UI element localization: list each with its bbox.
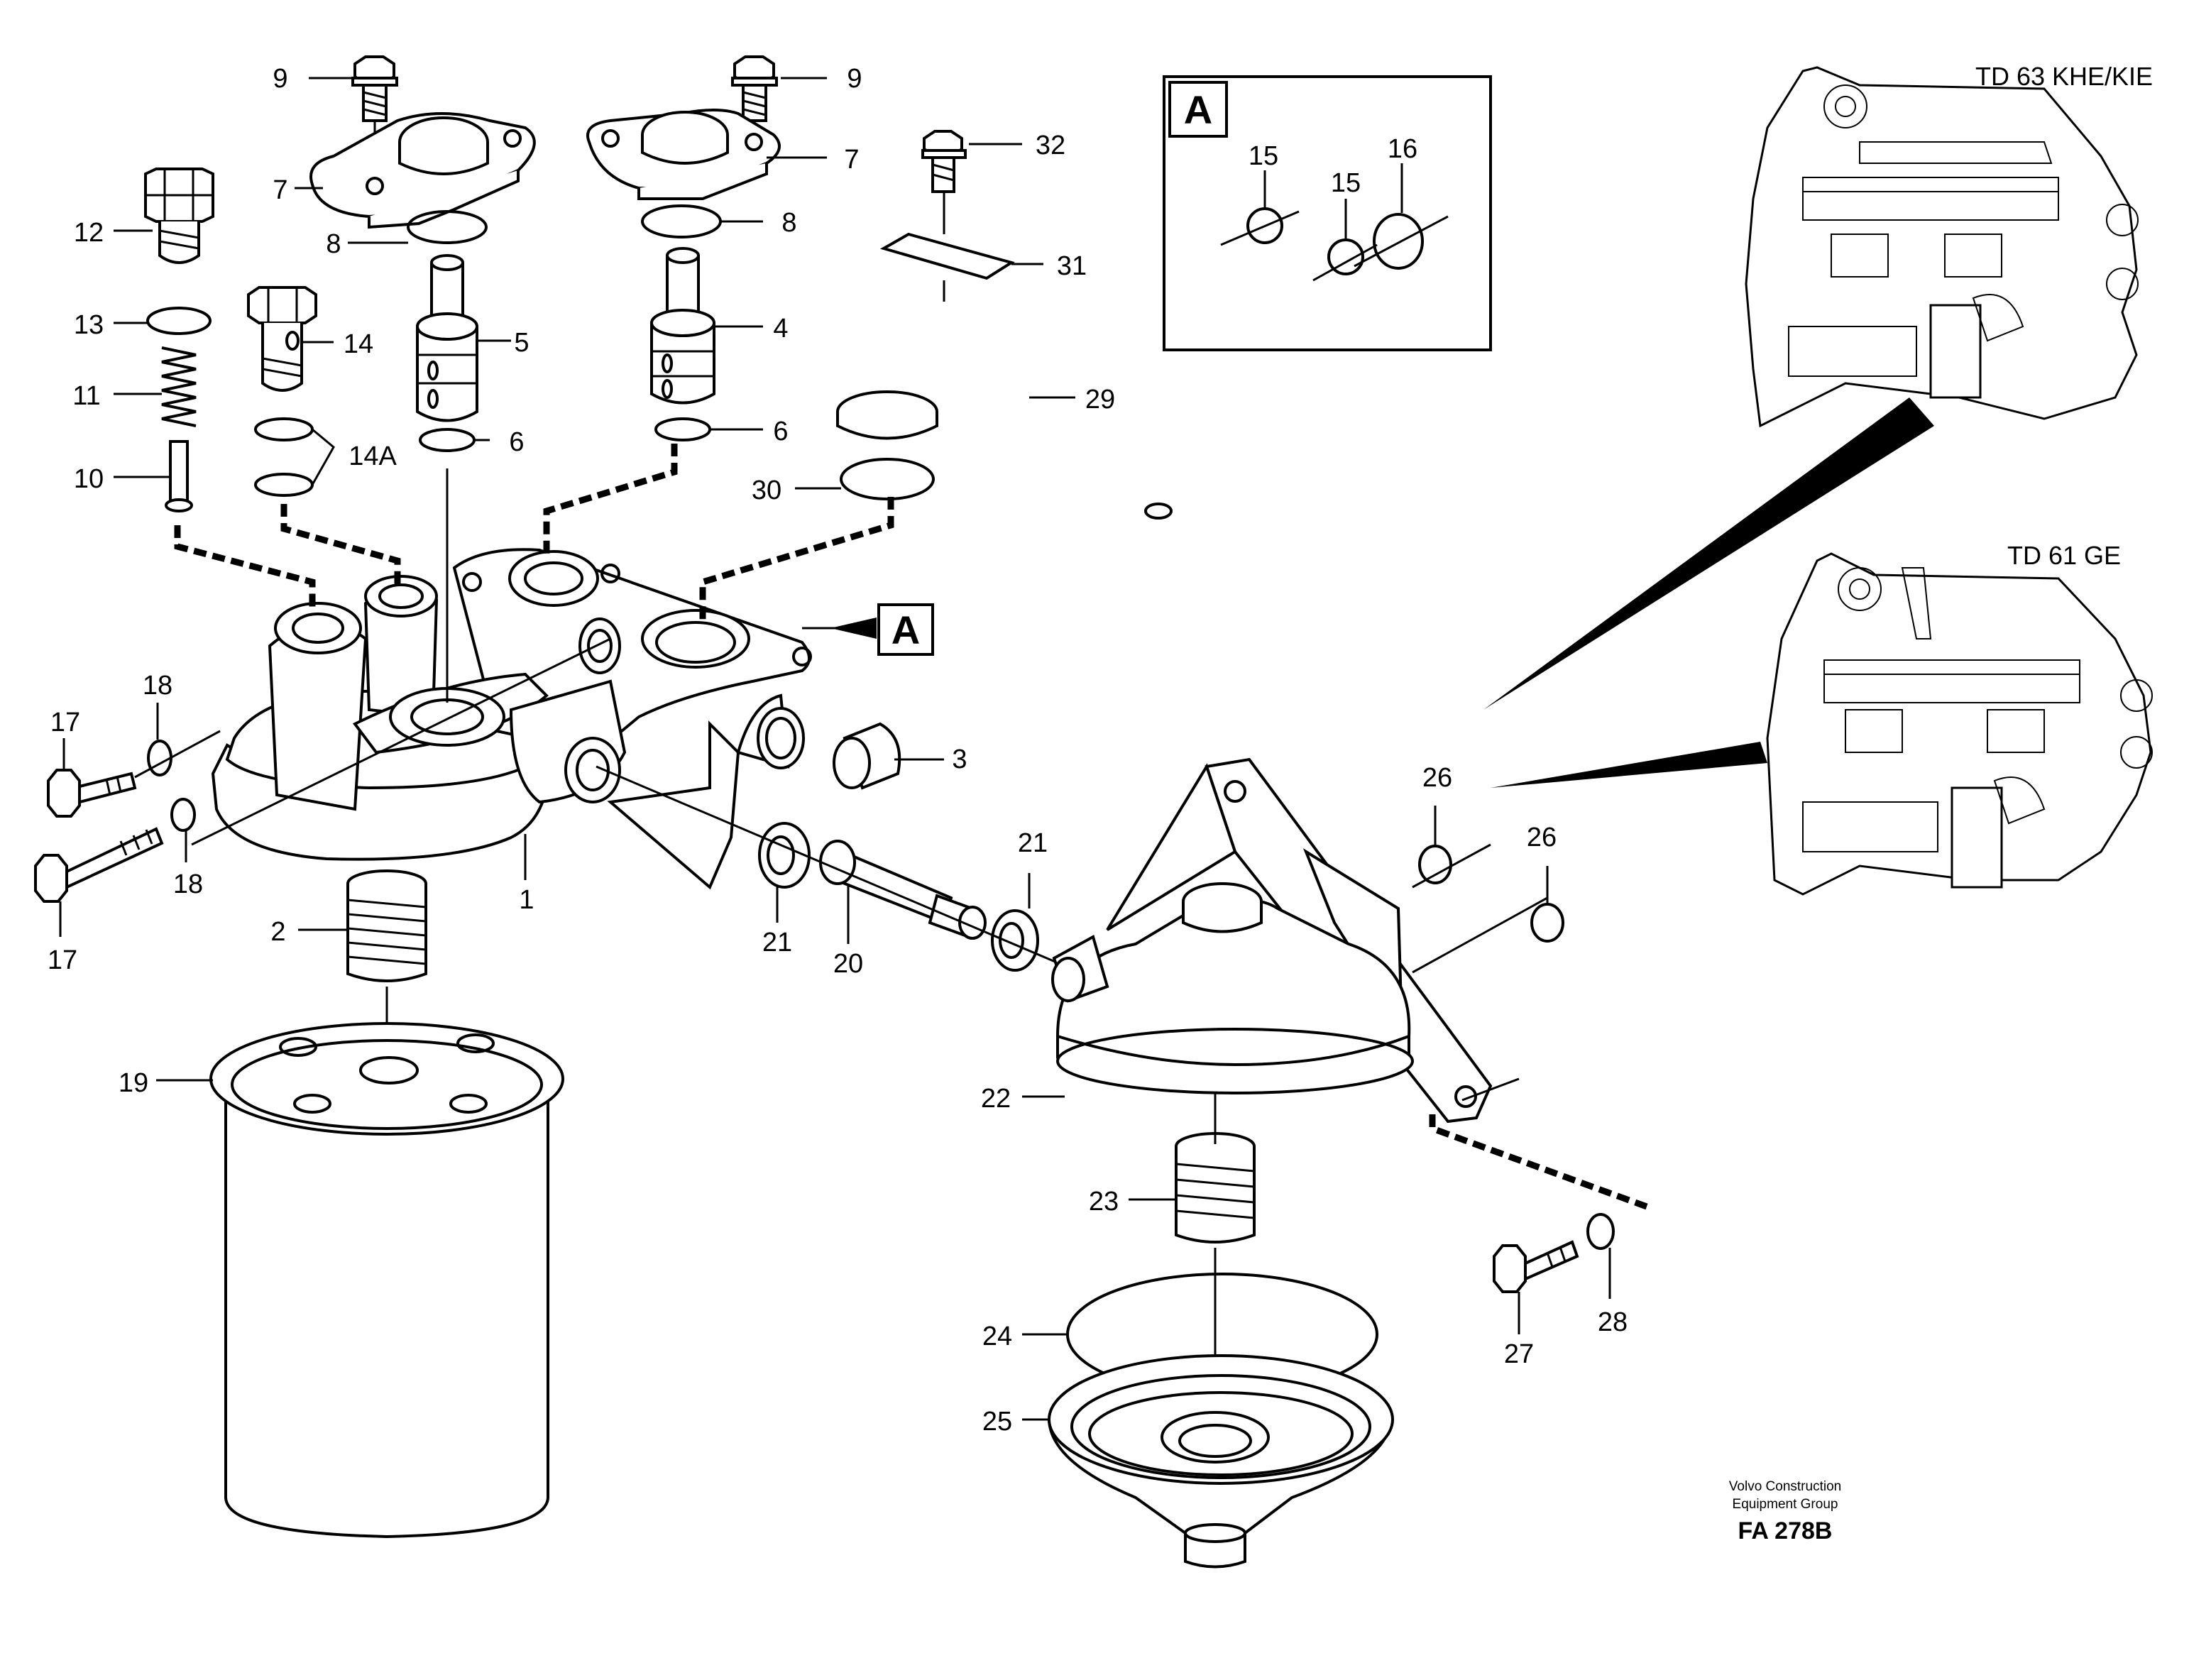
callout-5: 5	[514, 328, 529, 358]
sleeve-3	[833, 722, 901, 790]
cover-7-right	[586, 109, 781, 200]
callout-15a: 15	[1249, 141, 1278, 171]
callout-14: 14	[344, 329, 373, 359]
callout-32: 32	[1036, 131, 1065, 160]
bolt-32	[921, 130, 967, 234]
callout-9b: 9	[847, 64, 862, 94]
footer-code: FA 278B	[1738, 1517, 1833, 1544]
callout-17a: 17	[50, 708, 80, 737]
callout-26a: 26	[1422, 763, 1452, 793]
pipe-20	[819, 840, 987, 940]
callout-9a: 9	[273, 64, 287, 94]
bolt-27	[1493, 1240, 1579, 1293]
filter-head	[211, 548, 812, 890]
callout-23: 23	[1089, 1187, 1119, 1217]
detail-box-a: A	[1163, 75, 1492, 351]
callout-6a: 6	[509, 427, 524, 457]
bolt-17b	[34, 827, 164, 903]
callout-6b: 6	[773, 417, 788, 446]
callout-31: 31	[1057, 251, 1087, 281]
callout-21b: 21	[1018, 828, 1048, 858]
callout-12: 12	[74, 218, 104, 248]
callout-20: 20	[833, 949, 863, 979]
washer-18a	[147, 740, 172, 776]
pin-10	[165, 440, 193, 512]
callout-8a: 8	[326, 229, 341, 259]
engine-illustration-bottom	[1766, 552, 2153, 896]
washer-18b	[170, 798, 196, 832]
callout-13: 13	[74, 310, 104, 340]
separator-head-22	[1051, 757, 1493, 1124]
plug-12	[144, 168, 214, 264]
bolt-9-right	[731, 55, 778, 163]
callout-16: 16	[1388, 134, 1417, 164]
callout-14A: 14A	[349, 441, 397, 471]
callout-19: 19	[119, 1068, 148, 1098]
callout-7a: 7	[273, 175, 287, 205]
reference-marker-a: A	[891, 608, 920, 652]
callout-11: 11	[72, 381, 100, 411]
callout-24: 24	[982, 1322, 1012, 1351]
callout-10: 10	[74, 464, 104, 494]
callout-2: 2	[270, 917, 285, 947]
pointer-wedge-bottom	[1491, 742, 1767, 788]
filter-19	[209, 1022, 564, 1539]
callout-21a: 21	[762, 928, 792, 957]
callout-7b: 7	[844, 145, 859, 175]
footer-credit: Volvo Construction Equipment Group FA 27…	[1729, 1479, 1841, 1544]
spring-11	[161, 346, 197, 427]
callout-27: 27	[1504, 1339, 1534, 1369]
pointer-wedge-top	[1483, 397, 1934, 710]
cover-7-left	[309, 112, 536, 229]
callout-3: 3	[952, 745, 967, 774]
hose-29	[836, 307, 1173, 545]
bowl-25	[1048, 1354, 1394, 1569]
valve-4	[650, 247, 715, 405]
footer-line2: Equipment Group	[1733, 1497, 1838, 1512]
bolt-9-left	[351, 55, 398, 177]
engine-label-bottom: TD 61 GE	[2007, 541, 2121, 570]
detail-box-letter: A	[1184, 87, 1212, 132]
footer-line1: Volvo Construction	[1729, 1479, 1841, 1494]
callout-22: 22	[981, 1084, 1011, 1114]
callout-15b: 15	[1331, 168, 1361, 198]
callout-1: 1	[519, 885, 534, 915]
callout-29: 29	[1085, 385, 1115, 414]
seal-21b	[991, 909, 1039, 972]
callout-26b: 26	[1527, 823, 1557, 852]
callout-30: 30	[752, 476, 781, 505]
callout-18b: 18	[173, 869, 203, 899]
valve-5	[416, 254, 478, 422]
engine-illustration-top	[1745, 66, 2139, 428]
callout-18a: 18	[143, 671, 172, 701]
seal-21a	[758, 822, 811, 889]
bolt-17a	[47, 769, 137, 818]
callout-4: 4	[773, 314, 788, 344]
callout-28: 28	[1598, 1307, 1628, 1337]
washer-28	[1586, 1213, 1615, 1250]
callout-8b: 8	[781, 208, 796, 238]
engine-label-top: TD 63 KHE/KIE	[1975, 62, 2153, 91]
bolt-14	[247, 286, 317, 392]
nipple-2	[346, 869, 427, 982]
nipple-23	[1175, 1132, 1256, 1243]
assembly-lines	[174, 444, 1648, 1210]
callout-25: 25	[982, 1407, 1012, 1437]
callout-17b: 17	[48, 945, 77, 975]
